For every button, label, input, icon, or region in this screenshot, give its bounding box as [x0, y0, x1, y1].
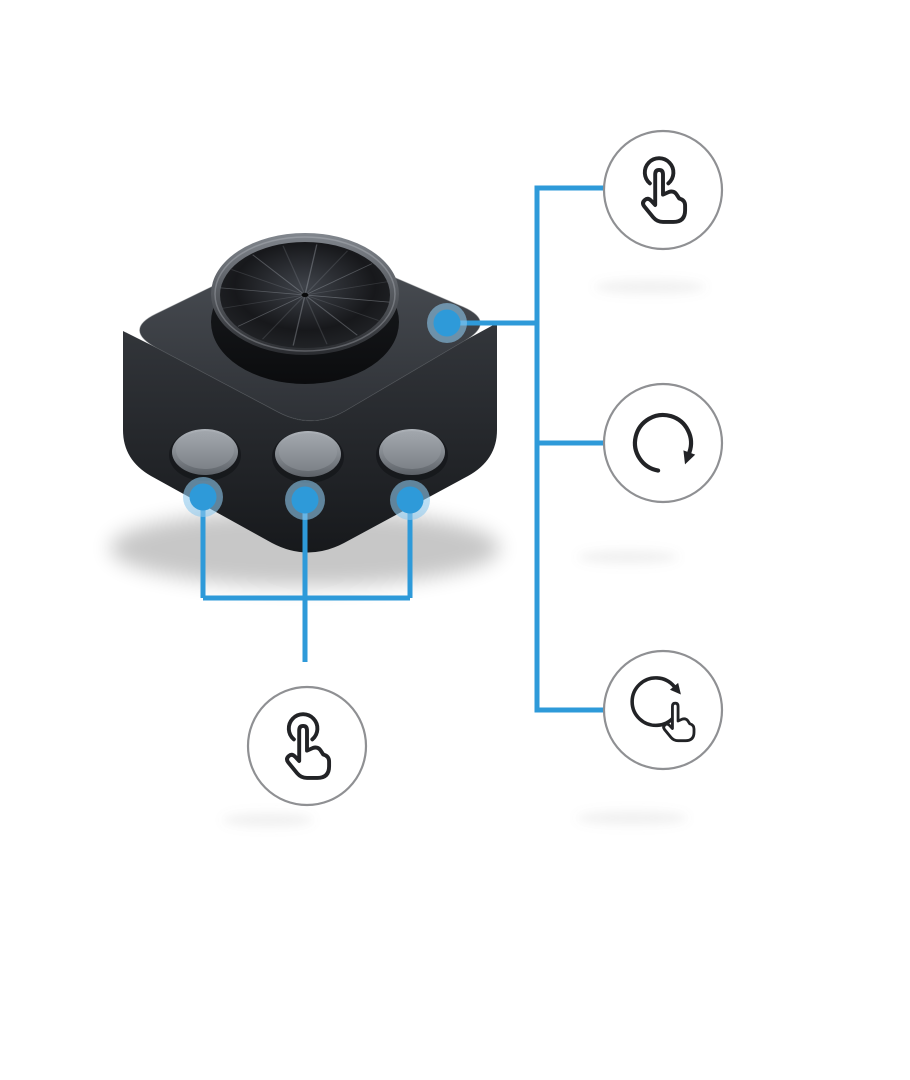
- front-button-middle: [272, 431, 344, 483]
- button-cap-top: [176, 431, 234, 469]
- tap-badge-bottom-left: [246, 685, 368, 807]
- badge-circle: [602, 649, 724, 771]
- tap-icon: [285, 712, 332, 780]
- tap-icon: [641, 156, 688, 224]
- rotate-badge-middle-right: [602, 382, 724, 504]
- buttons-callout-line: [200, 497, 413, 662]
- front-button-right: [376, 429, 448, 481]
- badge-circle: [602, 382, 724, 504]
- tap-badge-top-right: [602, 129, 724, 251]
- knob-center-dot: [301, 292, 309, 298]
- button-middle-marker-dot: [285, 480, 325, 520]
- press-rotate-badge-bottom-right: [602, 649, 724, 771]
- background-smudges: [223, 280, 705, 827]
- button-right-marker-dot: [390, 480, 430, 520]
- rotate-arrow: [630, 676, 681, 728]
- knob-brushed-texture: [220, 244, 390, 346]
- button-cap-top: [383, 431, 441, 469]
- knob-rim-highlight: [214, 236, 396, 352]
- callout-markers: [183, 303, 467, 520]
- front-button-left: [169, 429, 241, 481]
- rotate-icon: [632, 412, 696, 473]
- knob-marker-dot: [427, 303, 467, 343]
- front-buttons: [169, 429, 448, 483]
- button-cap-top: [279, 433, 337, 471]
- press-rotate-icon: [630, 676, 696, 743]
- button-left-marker-dot: [183, 477, 223, 517]
- rotary-knob: [211, 233, 399, 384]
- tap-hand: [662, 701, 696, 743]
